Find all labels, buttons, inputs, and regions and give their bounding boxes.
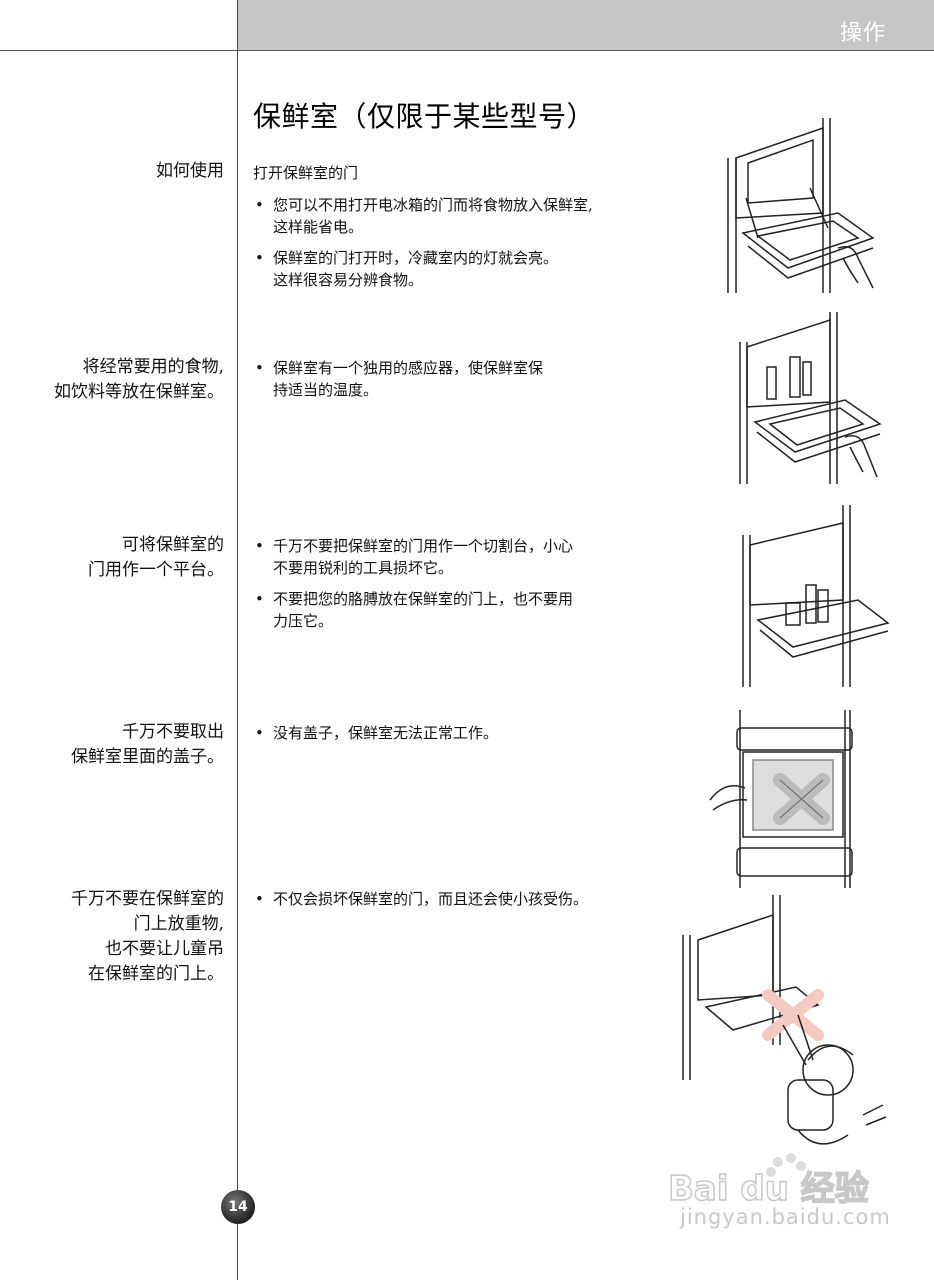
bullet-item: 您可以不用打开电冰箱的门而将食物放入保鲜室, 这样能省电。 [253,194,593,238]
page-heading: 保鲜室（仅限于某些型号） [253,100,596,133]
header-divider [0,50,934,51]
illustration-child-warning [678,895,888,1155]
section-label-how-to-use: 如何使用 [156,161,224,181]
bullet-list: 您可以不用打开电冰箱的门而将食物放入保鲜室, 这样能省电。 保鲜室的门打开时，冷… [253,194,593,300]
illustration-open-drawer [718,118,878,298]
bullet-item: 保鲜室有一个独用的感应器，使保鲜室保 持适当的温度。 [253,357,543,401]
illustration-lid-warning [705,710,860,890]
section-intro: 打开保鲜室的门 [253,164,359,182]
section-label-lid: 千万不要取出 保鲜室里面的盖子。 [71,722,224,767]
watermark-logo-text: Bai du 经验 [668,1169,869,1209]
bullet-list: 保鲜室有一个独用的感应器，使保鲜室保 持适当的温度。 [253,357,543,410]
bullet-list: 不仅会损坏保鲜室的门，而且还会使小孩受伤。 [253,888,588,919]
watermark-url: jingyan.baidu.com [680,1205,891,1229]
illustration-drawer-bottles [735,312,885,487]
section-label-drinks: 将经常要用的食物, 如饮料等放在保鲜室。 [54,357,224,402]
bullet-list: 没有盖子，保鲜室无法正常工作。 [253,722,498,753]
section-label-children: 千万不要在保鲜室的 门上放重物, 也不要让儿童吊 在保鲜室的门上。 [71,889,224,984]
section-label-platform: 可将保鲜室的 门用作一个平台。 [88,535,224,580]
page-number-badge: 14 [221,1190,255,1224]
bullet-item: 保鲜室的门打开时，冷藏室内的灯就会亮。 这样很容易分辨食物。 [253,247,593,291]
bullet-item: 不仅会损坏保鲜室的门，而且还会使小孩受伤。 [253,888,588,910]
bullet-item: 千万不要把保鲜室的门用作一个切割台，小心 不要用锐利的工具损坏它。 [253,535,573,579]
header-bar [237,0,934,50]
illustration-drawer-platform [738,505,893,690]
bullet-list: 千万不要把保鲜室的门用作一个切割台，小心 不要用锐利的工具损坏它。 不要把您的胳… [253,535,573,641]
bullet-item: 不要把您的胳膊放在保鲜室的门上，也不要用 力压它。 [253,588,573,632]
header-title: 操作 [839,21,886,46]
baidu-watermark-logo: Bai du 经验 [667,1150,878,1240]
bullet-item: 没有盖子，保鲜室无法正常工作。 [253,722,498,744]
column-divider [237,0,238,1280]
